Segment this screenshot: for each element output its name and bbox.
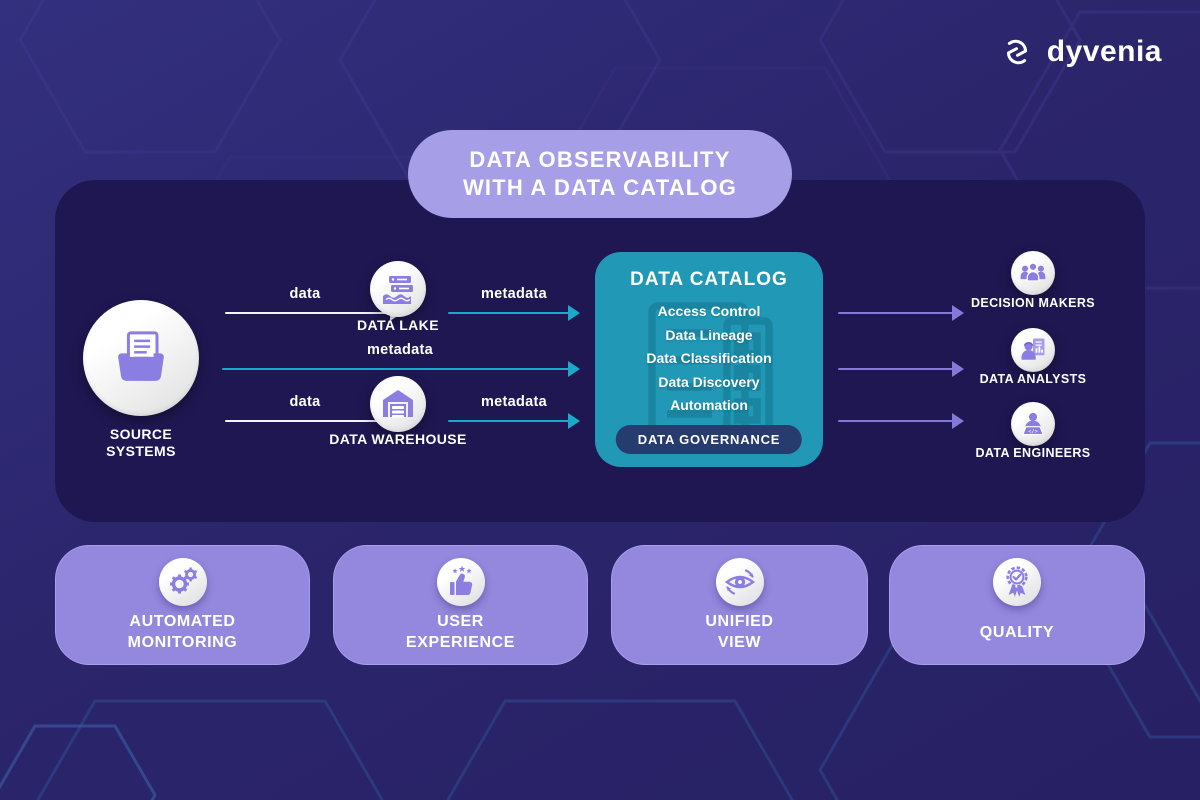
warehouse-icon — [383, 390, 413, 418]
people-group-icon — [1020, 262, 1046, 282]
diagram-title: DATA OBSERVABILITY WITH A DATA CATALOG — [408, 130, 792, 218]
source-systems-label: SOURCE SYSTEMS — [106, 426, 176, 459]
catalog-item-data-classification: Data Classification — [646, 350, 772, 366]
diagram-title-line1: DATA OBSERVABILITY — [469, 147, 731, 172]
gears-icon — [169, 567, 197, 594]
arrow-label-data-top: data — [289, 286, 321, 302]
benefit-label-line2: EXPERIENCE — [405, 634, 516, 651]
award-ribbon-icon — [1006, 566, 1028, 597]
data-catalog-title: DATA CATALOG — [630, 269, 788, 290]
data-engineers-node: </> — [1011, 402, 1055, 446]
source-systems-node — [83, 300, 199, 416]
catalog-document-icon — [648, 302, 773, 448]
benefit-quality: QUALITY — [889, 545, 1145, 665]
benefit-label-line1: USER — [437, 613, 484, 630]
decision-makers-node — [1011, 251, 1055, 295]
data-lake-node — [370, 261, 426, 317]
data-governance-pill: DATA GOVERNANCE — [615, 425, 803, 454]
arrow-source-to-catalog — [222, 361, 580, 377]
arrow-warehouse-to-catalog — [448, 413, 580, 429]
arrow-lake-to-catalog — [448, 305, 580, 321]
servers-waves-icon — [383, 276, 413, 304]
benefit-label-line2: MONITORING — [127, 634, 238, 651]
catalog-item-automation: Automation — [670, 397, 748, 413]
catalog-item-data-lineage: Data Lineage — [665, 326, 753, 343]
arrow-label-metadata-bottom: metadata — [480, 394, 548, 410]
benefit-label-line1: QUALITY — [979, 623, 1055, 641]
brand-logo: dyvenia — [998, 33, 1162, 71]
benefit-label-line2: VIEW — [717, 634, 762, 651]
arrow-label-metadata-middle: metadata — [366, 342, 434, 358]
data-engineers-label: DATA ENGINEERS — [975, 446, 1091, 460]
dyvenia-hex-icon — [1006, 39, 1027, 65]
benefit-user-experience: USER EXPERIENCE — [333, 545, 588, 665]
decision-makers-label: DECISION MAKERS — [970, 296, 1096, 310]
thumbs-up-stars-icon — [449, 565, 472, 596]
benefit-unified-view: UNIFIED VIEW — [611, 545, 868, 665]
folder-documents-icon — [118, 331, 164, 381]
data-catalog-items: Access Control Data Lineage Data Classif… — [595, 300, 823, 418]
engineer-laptop-icon: </> — [1022, 412, 1044, 436]
catalog-item-access-control: Access Control — [657, 303, 761, 319]
data-lake-label: DATA LAKE — [357, 317, 439, 333]
arrow-label-data-bottom: data — [289, 394, 321, 410]
arrow-label-metadata-top: metadata — [480, 286, 548, 302]
diagram-title-line2: WITH A DATA CATALOG — [462, 175, 738, 200]
data-warehouse-node — [370, 376, 426, 432]
data-warehouse-label: DATA WAREHOUSE — [329, 431, 467, 447]
benefit-automated-monitoring: AUTOMATED MONITORING — [55, 545, 310, 665]
eye-sync-icon — [724, 569, 755, 595]
svg-text:</>: </> — [1028, 429, 1038, 435]
benefit-label-line1: AUTOMATED — [129, 613, 236, 630]
arrow-catalog-to-data-engineers — [838, 413, 964, 429]
arrow-catalog-to-data-analysts — [838, 361, 964, 377]
analyst-chart-icon — [1021, 338, 1045, 360]
data-catalog-box: DATA CATALOG Access Control Data Lineage… — [595, 252, 823, 467]
data-analysts-label: DATA ANALYSTS — [979, 372, 1087, 386]
benefit-label-line1: UNIFIED — [705, 613, 774, 630]
data-analysts-node — [1011, 328, 1055, 372]
catalog-item-data-discovery: Data Discovery — [658, 373, 760, 390]
arrow-catalog-to-decision-makers — [838, 305, 964, 321]
brand-name: dyvenia — [1046, 35, 1162, 68]
